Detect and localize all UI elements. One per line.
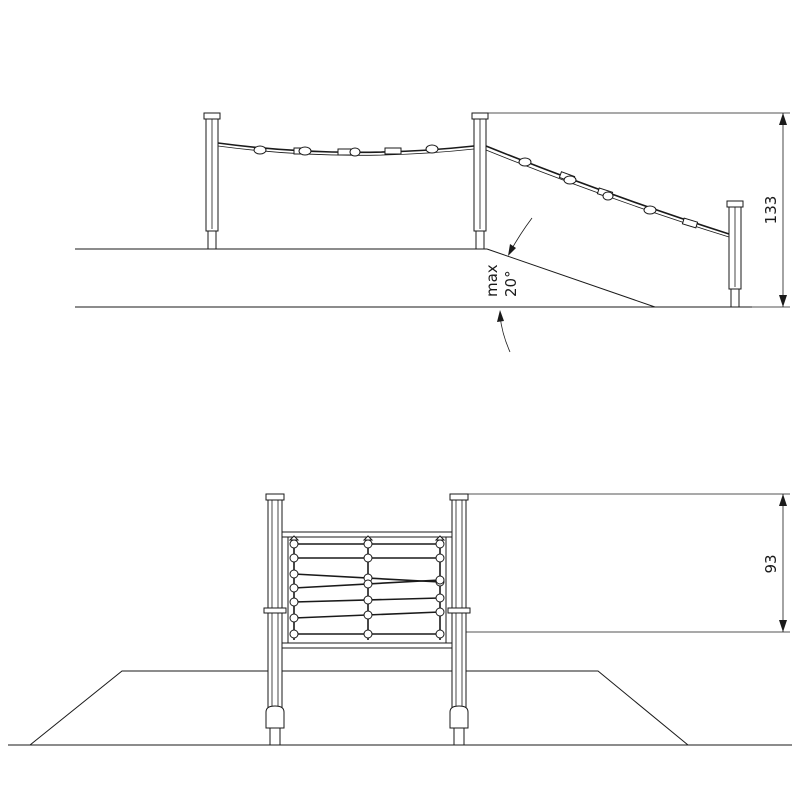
rope-span-right (485, 145, 730, 238)
angle-label-max: max (483, 264, 501, 297)
rope-net (288, 535, 446, 640)
dimension-93: 93 (466, 493, 790, 633)
dimension-133-label: 133 (762, 196, 780, 225)
front-post-left (263, 493, 287, 746)
front-platform-outline (29, 670, 689, 746)
dimension-93-label: 93 (762, 554, 780, 573)
angle-annotation: max 20° (483, 217, 533, 353)
rope-span-left (217, 142, 475, 157)
post-middle (471, 112, 489, 250)
dimension-133: 133 (487, 112, 790, 308)
angle-label-value: 20° (502, 270, 520, 297)
slope-line (486, 248, 656, 308)
post-left (203, 112, 221, 250)
side-view: 133 max 20° (75, 112, 790, 353)
front-post-right (447, 493, 471, 746)
front-view: 93 (8, 493, 792, 746)
post-right (726, 200, 744, 308)
